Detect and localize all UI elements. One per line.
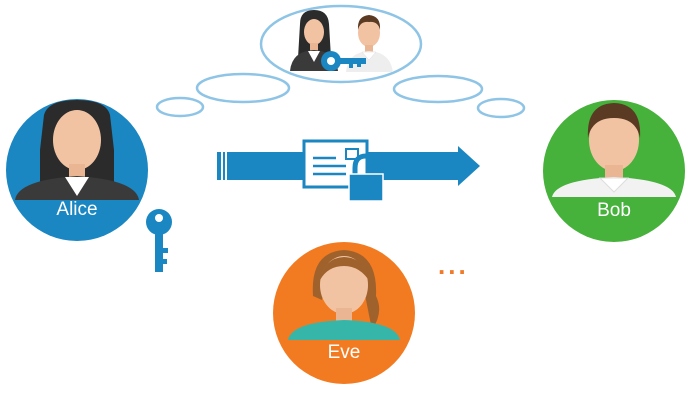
key-icon — [321, 51, 366, 71]
alice-label: Alice — [56, 199, 98, 220]
padlock-icon — [348, 153, 384, 202]
bob-label: Bob — [597, 200, 631, 221]
eve-avatar — [273, 242, 415, 384]
alice-avatar — [6, 99, 148, 241]
bob-avatar — [543, 100, 685, 242]
key-icon — [146, 209, 172, 272]
eve-label: Eve — [327, 342, 361, 363]
ellipsis-dots: ... — [438, 250, 469, 280]
